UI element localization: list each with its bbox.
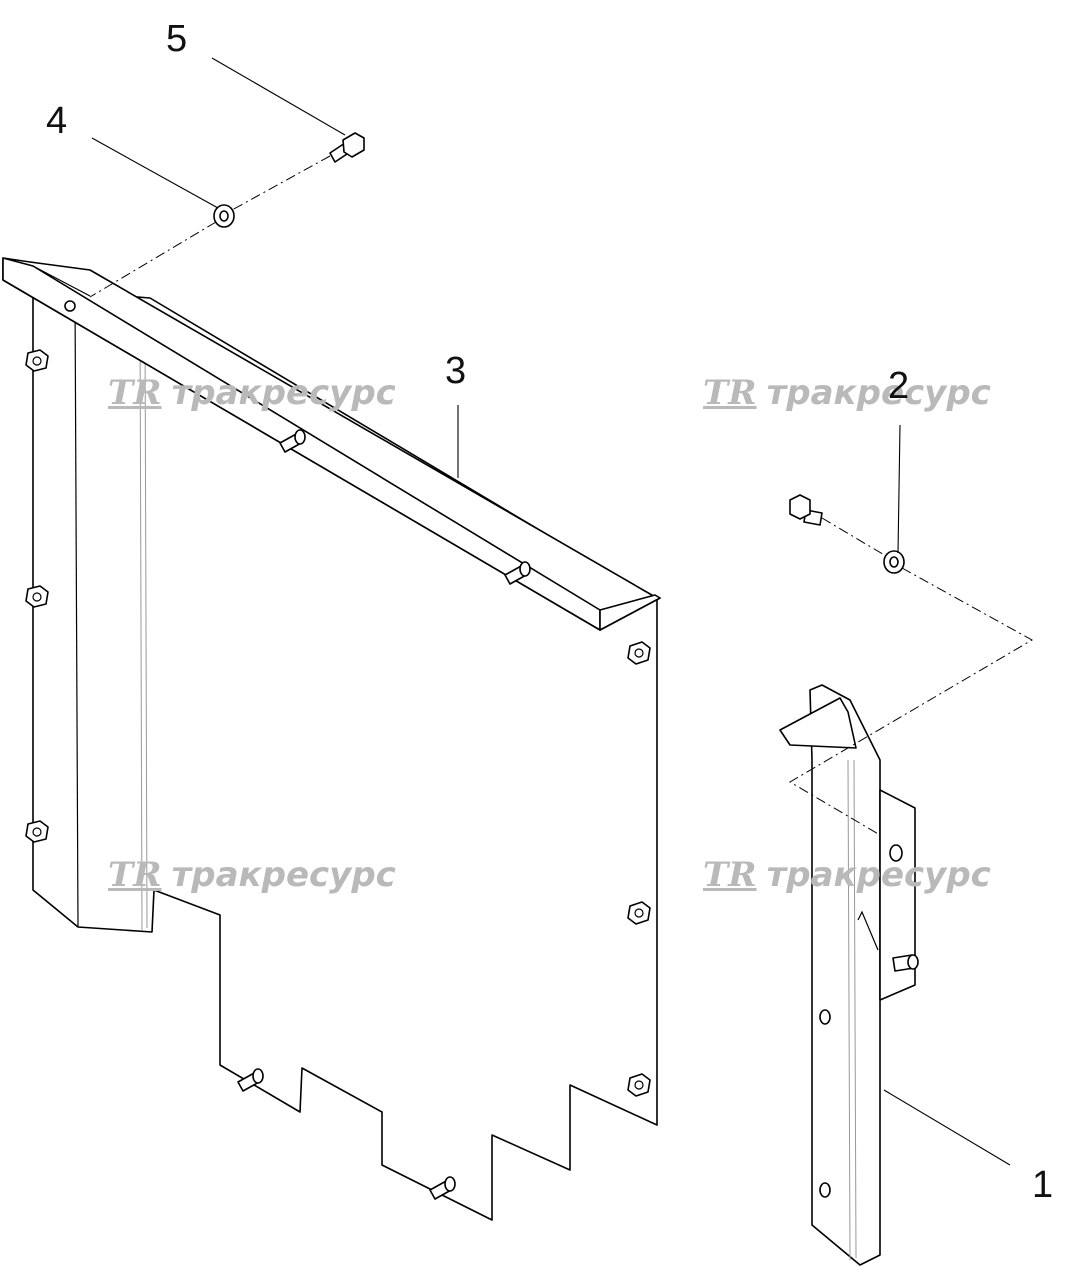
stud-icon [504,561,531,585]
part-2-bolt [789,494,823,526]
assembly-axis-top [89,155,331,298]
part-3-side-panel [2,257,661,1221]
leader-line-5 [211,57,346,136]
part-4-washer [213,204,235,228]
part-1-bracket [779,684,919,1266]
callout-1: 1 [1032,1164,1054,1206]
part-5-bolt [329,132,365,163]
callout-3: 3 [445,350,467,392]
hex-bolt-icon [25,585,49,608]
callout-2: 2 [888,365,910,407]
hex-bolt-icon [627,1073,651,1097]
stud-icon [892,954,919,972]
callout-5: 5 [166,18,188,60]
stud-icon [279,429,306,453]
leader-line-4 [91,137,219,209]
hex-bolt-icon [25,349,49,372]
part-2-washer [883,550,905,574]
hex-bolt-icon [627,641,651,665]
hex-bolt-icon [627,901,651,925]
hex-bolt-icon [25,820,49,843]
stud-icon [429,1176,456,1200]
callout-4: 4 [46,100,68,142]
assembly-axis-right [789,517,1034,836]
leader-line-2 [897,424,901,554]
leader-line-1 [883,1089,1011,1166]
stud-icon [237,1068,264,1092]
